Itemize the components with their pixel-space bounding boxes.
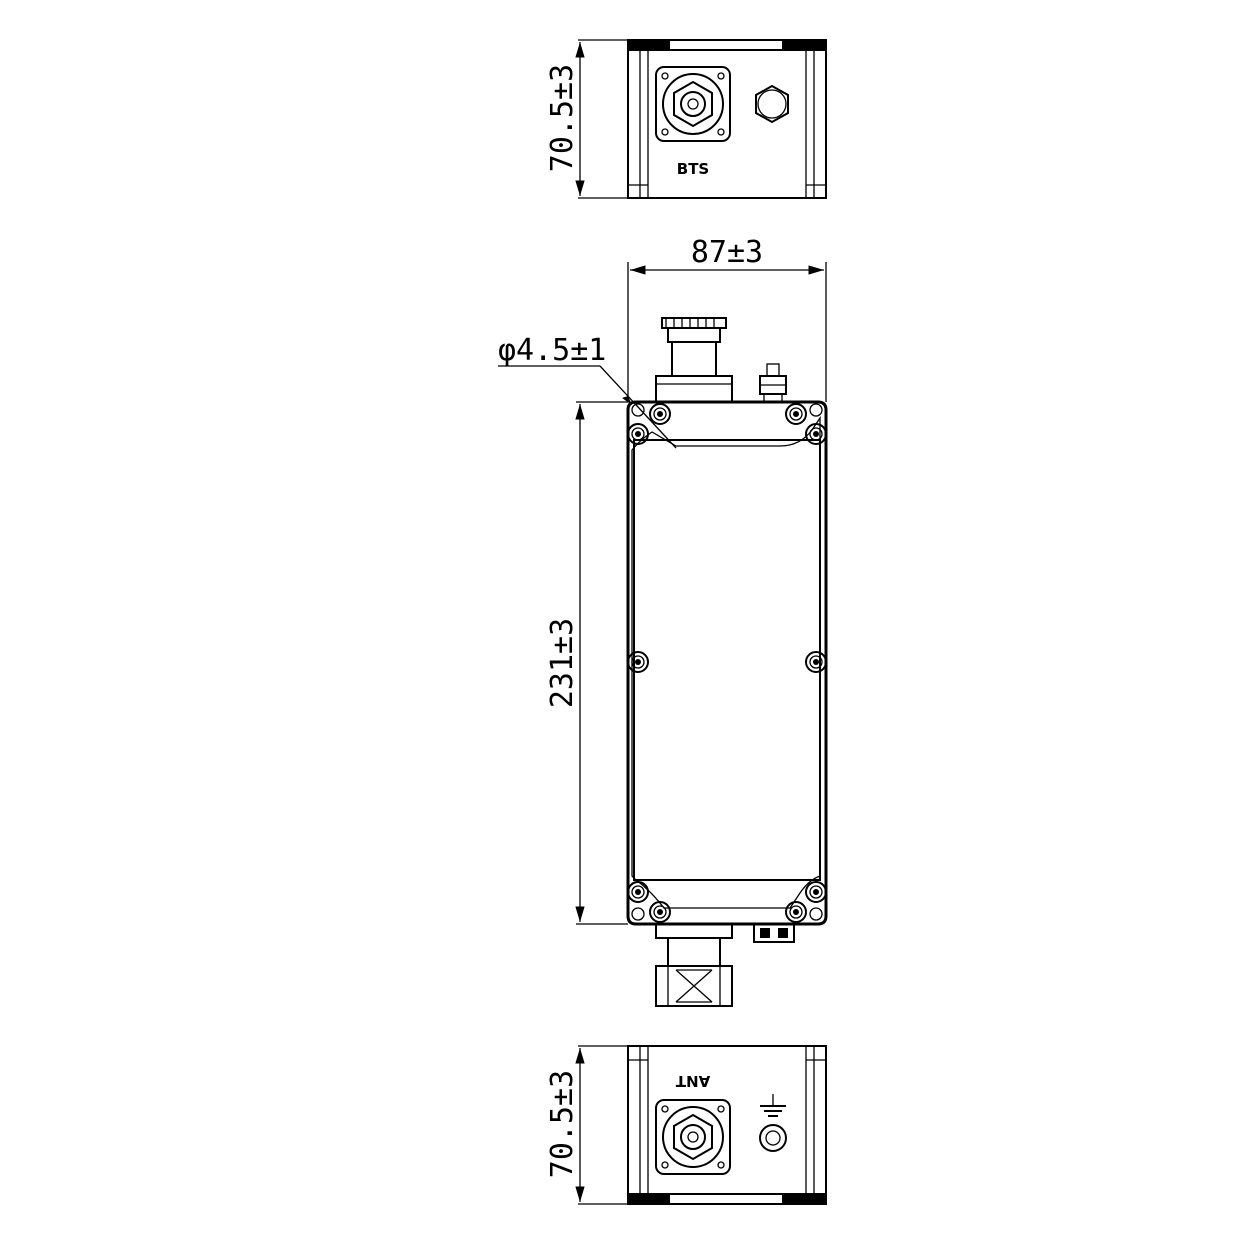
- hole-dimension: φ4.5±1: [498, 333, 606, 368]
- ground-terminal: [759, 1124, 787, 1152]
- width-dimension: 87±3: [691, 235, 763, 270]
- ground-bolt-top: [755, 84, 789, 124]
- bottom-height-dimension: 70.5±3: [545, 1070, 580, 1178]
- ground-post: [759, 363, 787, 403]
- ant-connector: [655, 1099, 731, 1175]
- top-view: BTS 70.5±3: [545, 39, 827, 199]
- bottom-view: ANT 70.5±3: [545, 1045, 827, 1205]
- ant-label: ANT: [675, 1072, 710, 1090]
- length-dimension: 231±3: [545, 618, 580, 708]
- ground-icon: [760, 1094, 786, 1117]
- top-connector-side: [655, 317, 733, 403]
- bts-label: BTS: [677, 160, 709, 178]
- bts-connector: [655, 66, 731, 142]
- top-height-dimension: 70.5±3: [545, 64, 580, 172]
- front-view: 87±3: [498, 235, 828, 1007]
- bottom-connector-side: [655, 923, 733, 1007]
- bottom-terminal: [753, 923, 795, 943]
